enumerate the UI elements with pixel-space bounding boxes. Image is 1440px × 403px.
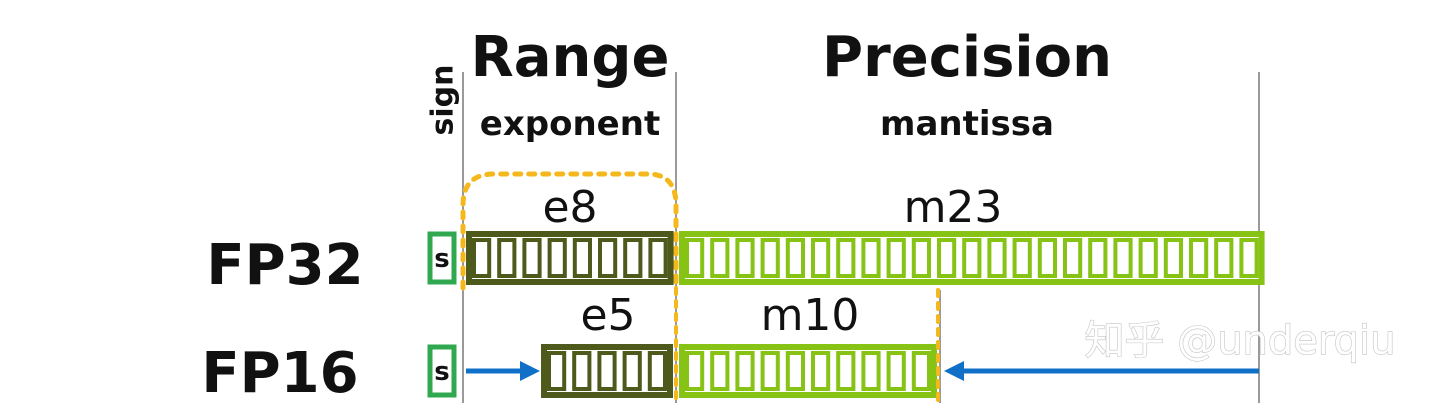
fp16-mantissa-label: m10 bbox=[761, 290, 860, 341]
fp32-mantissa-bit-cell bbox=[1189, 238, 1209, 278]
fp16-mantissa-bit-cell bbox=[811, 351, 831, 391]
exponent-shrink-arrow bbox=[466, 361, 540, 381]
fp32-exponent-bit-cell bbox=[497, 238, 517, 278]
fp16-mantissa-bit-cell bbox=[760, 351, 780, 391]
fp32-exponent-bit-cell bbox=[572, 238, 592, 278]
fp32-exponent-bit-cell bbox=[522, 238, 542, 278]
fp32-mantissa-bit-cell bbox=[911, 238, 931, 278]
fp32-mantissa-label: m23 bbox=[904, 182, 1003, 233]
fp32-mantissa-bit-cell bbox=[886, 238, 906, 278]
fp16-exponent-bit-cell bbox=[647, 351, 667, 391]
fp32-exponent-bit-cell bbox=[472, 238, 492, 278]
fp16-mantissa-bit-cell bbox=[911, 351, 931, 391]
exponent-range-outline bbox=[460, 171, 679, 291]
fp32-mantissa-bit-cell bbox=[937, 238, 957, 278]
fp16-exponent-bit-cell bbox=[597, 351, 617, 391]
fp32-mantissa-bit-cell bbox=[1063, 238, 1083, 278]
fp32-mantissa-bit-cell bbox=[1214, 238, 1234, 278]
fp32-mantissa-bit-cell bbox=[1037, 238, 1058, 278]
fp32-exponent-bit-cell bbox=[648, 238, 668, 278]
fp32-mantissa-bit-cell bbox=[760, 238, 780, 278]
fp16-mantissa-bit-cell bbox=[785, 351, 805, 391]
fp32-mantissa-bit-cell bbox=[811, 238, 831, 278]
fp16-mantissa-bit-cell bbox=[861, 351, 881, 391]
fp32-mantissa-bit-cell bbox=[1088, 238, 1108, 278]
fp32-mantissa-bit-cell bbox=[1012, 238, 1032, 278]
fp32-exponent-bit-cell bbox=[547, 238, 567, 278]
fp32-mantissa-bit-cell bbox=[1163, 238, 1184, 278]
fp32-mantissa-bit-cell bbox=[861, 238, 881, 278]
fp32-exponent-bit-cell bbox=[598, 238, 618, 278]
fp32-exponent-bits bbox=[466, 231, 674, 285]
precision-header: Precision bbox=[822, 25, 1112, 90]
mantissa-shrink-arrow bbox=[944, 361, 1259, 381]
range-header: Range bbox=[471, 25, 670, 90]
fp32-sign-bit: s bbox=[427, 231, 457, 285]
fp32-label: FP32 bbox=[206, 233, 363, 298]
fp16-sign-letter: s bbox=[434, 357, 449, 387]
sign-header: sign bbox=[426, 65, 461, 136]
fp16-label: FP16 bbox=[201, 341, 358, 403]
fp16-mantissa-bit-cell bbox=[710, 351, 730, 391]
fp32-mantissa-bit-cell bbox=[710, 238, 730, 278]
fp32-exponent-bit-cell bbox=[623, 238, 643, 278]
fp16-mantissa-bit-cell bbox=[836, 351, 856, 391]
fp32-mantissa-bits bbox=[679, 231, 1265, 285]
fp16-exponent-bit-cell bbox=[547, 351, 567, 391]
fp16-mantissa-bits bbox=[679, 344, 937, 398]
fp32-mantissa-bit-cell bbox=[1113, 238, 1133, 278]
mantissa-subheader: mantissa bbox=[880, 104, 1054, 144]
fp32-mantissa-bit-cell bbox=[685, 238, 705, 278]
fp32-sign-letter: s bbox=[434, 244, 449, 274]
fp16-exponent-label: e5 bbox=[580, 290, 635, 341]
fp32-mantissa-bit-cell bbox=[987, 238, 1007, 278]
exponent-subheader: exponent bbox=[480, 104, 660, 144]
fp16-exponent-bit-cell bbox=[622, 351, 642, 391]
fp32-mantissa-bit-cell bbox=[1138, 238, 1158, 278]
fp32-mantissa-bit-cell bbox=[735, 238, 755, 278]
fp16-mantissa-bit-cell bbox=[685, 351, 705, 391]
fp16-mantissa-bit-cell bbox=[735, 351, 755, 391]
fp32-exponent-label: e8 bbox=[542, 182, 597, 233]
watermark-text: 知乎 @underqiu bbox=[1084, 318, 1395, 364]
fp16-exponent-bit-cell bbox=[572, 351, 592, 391]
fp32-mantissa-bit-cell bbox=[962, 238, 982, 278]
fp16-sign-bit: s bbox=[427, 344, 457, 398]
fp32-mantissa-bit-cell bbox=[1239, 238, 1259, 278]
fp16-mantissa-bit-cell bbox=[886, 351, 906, 391]
fp16-exponent-bits bbox=[541, 344, 673, 398]
fp32-mantissa-bit-cell bbox=[785, 238, 805, 278]
fp32-mantissa-bit-cell bbox=[836, 238, 856, 278]
